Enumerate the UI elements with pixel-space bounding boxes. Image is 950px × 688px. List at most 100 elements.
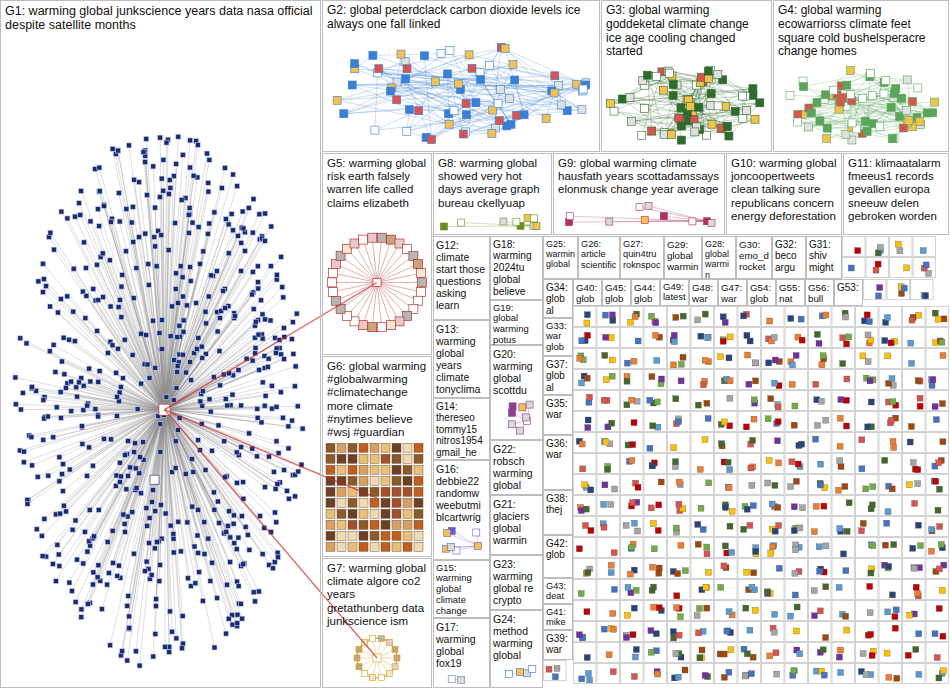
- vertex-icon: [282, 468, 287, 473]
- tie-line: [75, 341, 165, 409]
- small-group-cell: [843, 258, 866, 278]
- small-group-cell: [879, 517, 902, 537]
- vertex-icon: [116, 191, 121, 196]
- tie-line: [165, 212, 215, 409]
- small-group-cell: [785, 601, 808, 621]
- vertex-icon: [206, 180, 211, 185]
- vertex-icon: [894, 675, 900, 681]
- tie-line: [165, 410, 273, 569]
- vertex-icon: [62, 372, 67, 377]
- vertex-icon: [18, 407, 23, 412]
- vertex-icon: [243, 524, 248, 529]
- vertex-icon: [630, 500, 636, 506]
- vertex-icon: [196, 335, 201, 340]
- vertex-icon: [97, 224, 102, 229]
- vertex-icon: [167, 178, 172, 183]
- tie-line: [165, 410, 263, 555]
- tie-line: [136, 268, 164, 410]
- small-group-cell: [668, 370, 691, 390]
- vertex-icon: [705, 569, 711, 575]
- vertex-icon: [79, 607, 84, 612]
- vertex-icon: [654, 358, 660, 364]
- tie-line: [87, 406, 164, 410]
- vertex-icon: [173, 439, 178, 444]
- vertex-icon: [42, 516, 47, 521]
- vertex-icon: [584, 609, 590, 615]
- vertex-icon: [282, 357, 287, 362]
- small-group-cell: [738, 328, 761, 348]
- tie-line: [134, 180, 164, 410]
- vertex-icon: [197, 570, 202, 575]
- small-group-cell: [856, 664, 879, 684]
- small-group-cell: [621, 370, 644, 390]
- vertex-icon: [105, 540, 110, 545]
- vertex-icon: [60, 489, 65, 494]
- vertex-icon: [743, 605, 749, 611]
- vertex-icon: [702, 357, 708, 363]
- tie-line: [165, 338, 276, 410]
- vertex-icon: [932, 631, 938, 637]
- small-group-cell: [762, 517, 785, 537]
- vertex-icon: [181, 318, 186, 323]
- vertex-icon: [207, 397, 212, 402]
- vertex-icon: [158, 422, 163, 427]
- vertex-icon: [588, 487, 594, 493]
- vertex-icon: [842, 484, 848, 490]
- vertex-icon: [579, 338, 585, 344]
- vertex-icon: [629, 458, 635, 464]
- vertex-icon: [727, 378, 733, 384]
- vertex-icon: [579, 676, 585, 682]
- vertex-icon: [64, 509, 69, 514]
- small-group-cell: [574, 328, 597, 348]
- vertex-icon: [236, 233, 241, 238]
- small-group-cell: [715, 496, 738, 516]
- vertex-icon: [889, 486, 895, 492]
- tie-line: [67, 218, 164, 409]
- tie-line: [165, 306, 229, 409]
- vertex-icon: [587, 394, 593, 400]
- small-group-cell: [785, 580, 808, 600]
- vertex-icon: [913, 584, 919, 590]
- vertex-icon: [190, 504, 195, 509]
- vertex-icon: [196, 507, 201, 512]
- small-group-cell: [879, 622, 902, 642]
- vertex-icon: [579, 441, 585, 447]
- tie-line: [118, 349, 165, 410]
- small-group-cell: [597, 391, 620, 411]
- vertex-icon: [224, 529, 229, 534]
- tie-line: [165, 271, 242, 410]
- vertex-icon: [188, 360, 193, 365]
- vertex-icon: [105, 350, 110, 355]
- tie-line: [63, 410, 165, 492]
- vertex-icon: [749, 584, 755, 590]
- small-group-cell: [809, 454, 832, 474]
- small-group-cell: [715, 664, 738, 684]
- tie-line: [165, 272, 253, 410]
- vertex-icon: [929, 548, 935, 554]
- vertex-icon: [724, 628, 730, 634]
- vertex-icon: [655, 528, 661, 534]
- vertex-icon: [131, 296, 136, 301]
- vertex-icon: [280, 285, 285, 290]
- vertex-icon: [226, 222, 231, 227]
- vertex-icon: [208, 409, 213, 414]
- vertex-icon: [876, 293, 882, 299]
- small-group-cell: [644, 370, 667, 390]
- tie-line: [165, 300, 262, 409]
- small-group-cell: [856, 601, 879, 621]
- vertex-icon: [869, 653, 875, 659]
- small-group-cell: [762, 307, 785, 327]
- vertex-icon: [729, 550, 735, 556]
- vertex-icon: [844, 397, 850, 403]
- vertex-icon: [260, 380, 265, 385]
- vertex-icon: [891, 542, 897, 548]
- vertex-icon: [231, 172, 236, 177]
- tie-line: [165, 410, 233, 625]
- tie-line: [165, 410, 257, 457]
- small-group-cell: [864, 280, 887, 300]
- vertex-icon: [230, 228, 235, 233]
- vertex-icon: [157, 579, 162, 584]
- vertex-icon: [936, 566, 942, 572]
- small-group-cell: [785, 391, 808, 411]
- small-group-cell: [926, 328, 949, 348]
